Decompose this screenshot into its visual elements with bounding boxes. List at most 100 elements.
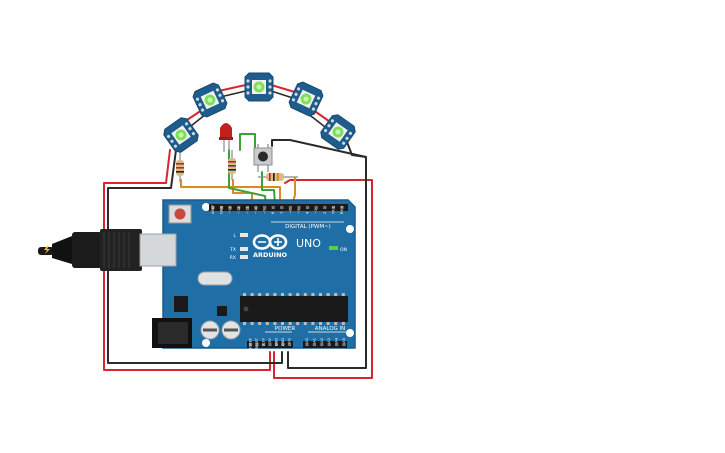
analog-pin[interactable] (342, 342, 346, 347)
analog-pin[interactable] (305, 342, 309, 347)
reset-button[interactable] (168, 204, 192, 224)
digital-pin[interactable] (228, 205, 232, 210)
push-button[interactable] (253, 144, 273, 172)
wire-orange-data[interactable] (180, 179, 281, 206)
neopixel-1[interactable] (162, 116, 201, 155)
analog-pin-label: A4 (335, 337, 339, 342)
voltage-regulator (174, 296, 188, 312)
digital-pin-label: ~10 (254, 206, 258, 214)
digital-label: DIGITAL (PWM~) (285, 224, 331, 230)
digital-pin[interactable] (211, 205, 215, 210)
led-l-indicator (240, 233, 248, 237)
power-pin-label: GND (281, 338, 285, 346)
neopixel-2[interactable] (191, 81, 228, 118)
model-label: UNO (296, 237, 321, 250)
power-pin-label: Vin (288, 338, 292, 344)
digital-pin-label: 4 (306, 211, 310, 214)
digital-pin[interactable] (254, 205, 258, 210)
atmega-chip (240, 293, 348, 325)
digital-pin[interactable] (237, 205, 241, 210)
analog-pin[interactable] (320, 342, 324, 347)
label-tx: TX (229, 247, 236, 253)
digital-pin[interactable] (263, 205, 267, 210)
small-chip (217, 306, 227, 316)
digital-pin-label: ~12 (237, 206, 241, 214)
power-label: POWER (275, 326, 296, 332)
red-led[interactable] (219, 123, 233, 152)
analog-pin[interactable] (335, 342, 339, 347)
neopixel-chain (162, 72, 358, 155)
digital-pin-label: 2 (323, 212, 327, 214)
analog-pin[interactable] (327, 342, 331, 347)
wire-black-button[interactable] (271, 139, 367, 158)
mounting-hole (202, 203, 210, 211)
analog-header-pins (305, 342, 346, 347)
analog-pin-label: A0 (305, 337, 309, 342)
neopixel-3[interactable] (244, 72, 274, 102)
neopixel-4[interactable] (287, 80, 324, 117)
resistor-led[interactable] (228, 150, 236, 180)
wire-red-left[interactable] (103, 149, 271, 371)
crystal-oscillator (197, 271, 233, 286)
power-pin[interactable] (255, 342, 259, 347)
mounting-hole (346, 225, 354, 233)
wire-red-5v[interactable] (273, 179, 373, 379)
power-jack[interactable] (152, 318, 192, 348)
power-pin-label: RESET (255, 337, 259, 349)
analog-pin-label: A5 (342, 338, 346, 343)
power-pin[interactable] (281, 342, 285, 347)
wire-pixel-chain[interactable] (177, 83, 334, 127)
resistor-pixel[interactable] (176, 152, 184, 182)
usb-port (139, 233, 177, 267)
digital-pin-label: 7 (280, 212, 284, 214)
capacitors (200, 320, 241, 340)
digital-pin-label: ~3 (314, 209, 318, 214)
neopixel-5[interactable] (319, 113, 358, 152)
wire-orange-led[interactable] (232, 179, 253, 206)
mounting-hole (346, 329, 354, 337)
wire-pixel-chain-gnd[interactable] (185, 89, 330, 131)
digital-pin[interactable] (323, 205, 327, 210)
power-pin[interactable] (248, 342, 253, 347)
digital-pin[interactable] (271, 205, 275, 210)
arduino-logo-icon (252, 234, 288, 250)
power-pin[interactable] (287, 342, 292, 347)
power-header-pins (248, 342, 292, 347)
digital-pin-label: ~13 (228, 206, 232, 214)
brand-label: ARDUINO (253, 251, 288, 259)
power-pin[interactable] (261, 342, 266, 347)
wire-black-gnd-left[interactable] (107, 149, 283, 364)
wire-green-button-2[interactable] (261, 171, 276, 206)
digital-pin[interactable] (314, 205, 318, 210)
label-on: ON (340, 247, 347, 253)
analog-pin[interactable] (312, 342, 316, 347)
digital-pin-label: ~11 (245, 206, 249, 214)
analog-pin-label: A1 (312, 338, 316, 343)
led-on-indicator (329, 246, 338, 250)
digital-pin[interactable] (297, 205, 301, 210)
analog-header (303, 341, 347, 348)
wire-green-button-1[interactable] (239, 133, 256, 151)
digital-pin[interactable] (306, 205, 310, 210)
digital-header (209, 204, 348, 211)
power-pin[interactable] (274, 342, 279, 347)
digital-pin[interactable] (331, 205, 335, 210)
digital-pin[interactable] (280, 205, 284, 210)
digital-pin[interactable] (340, 205, 344, 210)
digital-pin[interactable] (220, 205, 224, 210)
digital-pin[interactable] (288, 205, 292, 210)
label-l: L (233, 233, 236, 239)
power-pin-label: 3.3V (262, 337, 266, 346)
analog-pin-label: A2 (320, 338, 324, 343)
digital-pin[interactable] (245, 205, 249, 210)
digital-pin-label: 8 (271, 211, 275, 214)
resistor-button[interactable] (258, 173, 298, 181)
digital-pin-label: AREF (211, 205, 215, 214)
power-pin[interactable] (268, 342, 272, 347)
digital-pin-label: RX 0 (340, 205, 344, 214)
